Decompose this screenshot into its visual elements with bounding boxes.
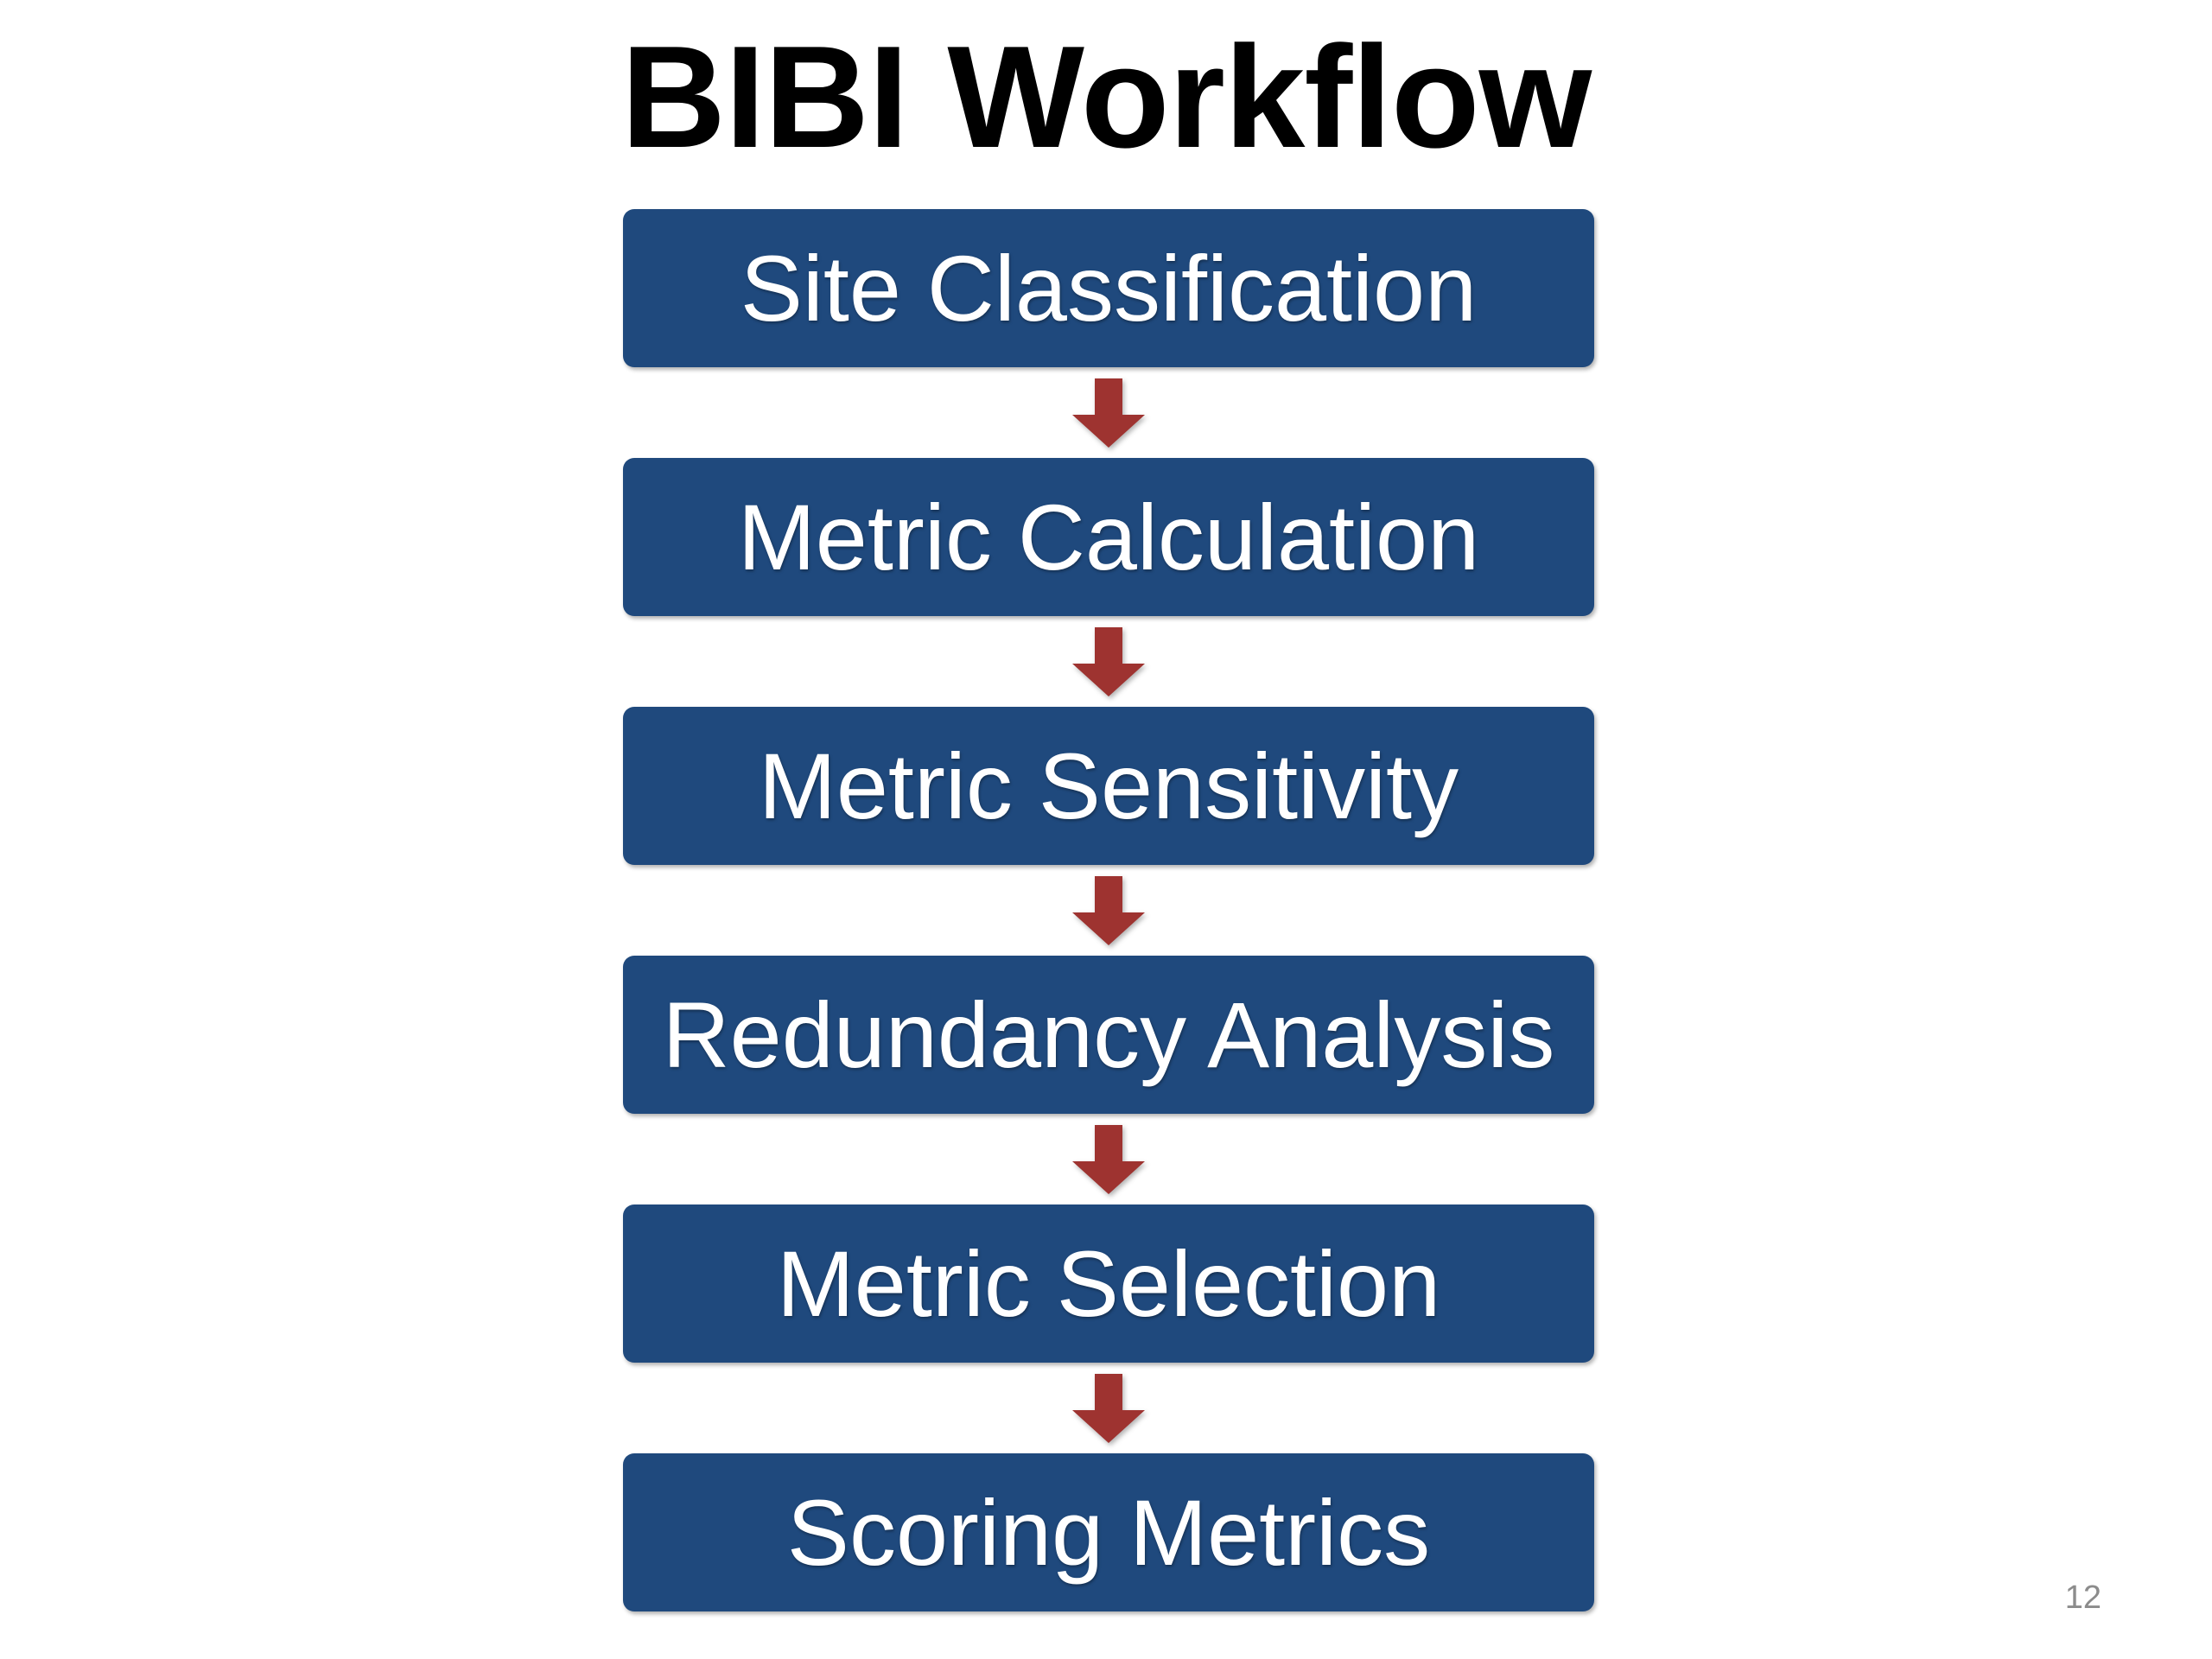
connector-4-to-5 (623, 1114, 1594, 1205)
step-box-scoring-metrics[interactable]: Scoring Metrics (623, 1453, 1594, 1611)
connector-1-to-2 (623, 367, 1594, 458)
connector-2-to-3 (623, 616, 1594, 707)
step-label: Metric Selection (776, 1230, 1441, 1336)
step-label: Redundancy Analysis (662, 982, 1555, 1087)
down-arrow-icon (1072, 875, 1145, 945)
step-box-site-classification[interactable]: Site Classification (623, 209, 1594, 367)
step-box-metric-selection[interactable]: Metric Selection (623, 1205, 1594, 1363)
step-label: Scoring Metrics (786, 1479, 1431, 1585)
step-label: Site Classification (740, 235, 1478, 340)
step-label: Metric Sensitivity (758, 733, 1459, 838)
down-arrow-icon (1072, 1124, 1145, 1194)
page-number: 12 (2064, 1580, 2101, 1616)
down-arrow-icon (1072, 1373, 1145, 1443)
workflow-step-6: Scoring Metrics (623, 1453, 1594, 1611)
connector-3-to-4 (623, 865, 1594, 956)
workflow-diagram: Site Classification Metric Calculation M… (623, 209, 1594, 1611)
step-box-metric-calculation[interactable]: Metric Calculation (623, 458, 1594, 616)
workflow-step-2: Metric Calculation (623, 458, 1594, 616)
page-title: BIBI Workflow (620, 16, 1592, 178)
down-arrow-icon (1072, 626, 1145, 696)
connector-5-to-6 (623, 1363, 1594, 1453)
workflow-step-3: Metric Sensitivity (623, 707, 1594, 865)
workflow-step-5: Metric Selection (623, 1205, 1594, 1363)
workflow-step-4: Redundancy Analysis (623, 956, 1594, 1114)
down-arrow-icon (1072, 378, 1145, 448)
step-label: Metric Calculation (737, 484, 1480, 589)
workflow-step-1: Site Classification (623, 209, 1594, 367)
step-box-metric-sensitivity[interactable]: Metric Sensitivity (623, 707, 1594, 865)
step-box-redundancy-analysis[interactable]: Redundancy Analysis (623, 956, 1594, 1114)
